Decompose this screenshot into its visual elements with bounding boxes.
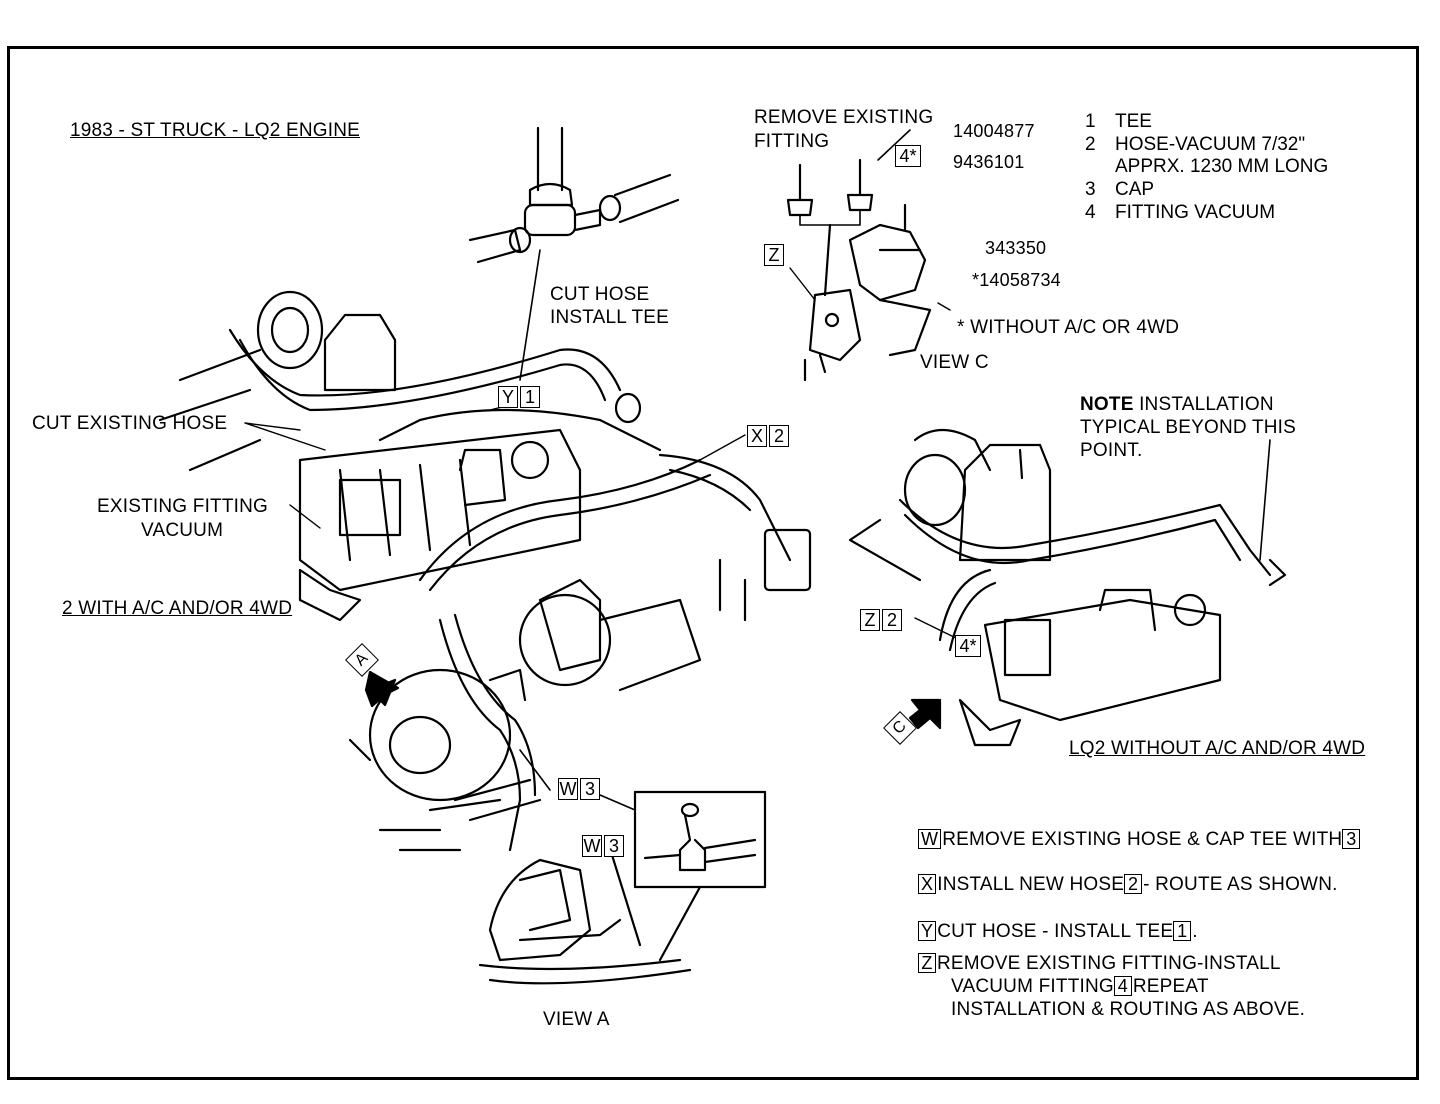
cut-hose-label-line1: CUT HOSE bbox=[550, 284, 650, 305]
note-line1: NOTE INSTALLATION bbox=[1080, 394, 1274, 415]
existing-fitting-label-line2: VACUUM bbox=[141, 520, 224, 541]
tag-ref: 3 bbox=[580, 778, 600, 800]
tag-ref: 2 bbox=[882, 609, 902, 631]
view-c-arrow bbox=[908, 698, 942, 730]
tag-ref: 4* bbox=[955, 635, 981, 657]
view-a-label: VIEW A bbox=[543, 1009, 610, 1030]
instruction-z-line3: INSTALLATION & ROUTING AS ABOVE. bbox=[951, 999, 1306, 1020]
view-a-arrow bbox=[364, 670, 400, 708]
tee-detail-drawing bbox=[468, 126, 680, 381]
part-number-343350: 343350 bbox=[985, 238, 1047, 258]
cut-hose-label-line2: INSTALL TEE bbox=[550, 307, 670, 328]
tag-4-star-view-c: 4* bbox=[895, 145, 923, 167]
lq2-drawing bbox=[848, 429, 1287, 747]
tag-key: W bbox=[558, 778, 578, 800]
tag-ref: 2 bbox=[769, 425, 789, 447]
without-ac-note: * WITHOUT A/C OR 4WD bbox=[957, 317, 1180, 338]
cut-existing-hose-label: CUT EXISTING HOSE bbox=[32, 413, 228, 434]
remove-existing-label-line2: FITTING bbox=[754, 131, 830, 152]
tag-key: Z bbox=[764, 244, 784, 266]
lq2-without-label: LQ2 WITHOUT A/C AND/OR 4WD bbox=[1069, 738, 1366, 759]
tag-key: W bbox=[582, 835, 602, 857]
part-number-9436101: 9436101 bbox=[953, 152, 1025, 172]
tag-z-view-c: Z bbox=[764, 244, 786, 266]
note-line2: TYPICAL BEYOND THIS bbox=[1080, 417, 1297, 438]
diagram-frame bbox=[7, 46, 1419, 1080]
tag-key: X bbox=[747, 425, 767, 447]
view-c-drawing bbox=[786, 129, 932, 382]
tag-key: Z bbox=[860, 609, 880, 631]
part-number-14004877: 14004877 bbox=[953, 121, 1035, 141]
view-a-drawing bbox=[478, 749, 767, 985]
main-engine-drawing bbox=[158, 290, 812, 852]
tag-ref: 3 bbox=[604, 835, 624, 857]
leader-lines bbox=[244, 267, 961, 641]
diagram-title: 1983 - ST TRUCK - LQ2 ENGINE bbox=[70, 120, 360, 141]
legend-item: APPRX. 1230 MM LONG bbox=[1115, 156, 1329, 177]
tag-ref: 1 bbox=[520, 386, 540, 408]
part-number-14058734: *14058734 bbox=[972, 270, 1061, 290]
with-ac-4wd-label: 2 WITH A/C AND/OR 4WD bbox=[62, 598, 293, 619]
tag-key: Y bbox=[498, 386, 518, 408]
note-line3: POINT. bbox=[1080, 440, 1143, 461]
tag-4-star-lq2: 4* bbox=[955, 635, 983, 657]
existing-fitting-label-line1: EXISTING FITTING bbox=[97, 496, 269, 517]
view-c-label: VIEW C bbox=[920, 352, 989, 373]
tag-ref: 4* bbox=[895, 145, 921, 167]
remove-existing-label-line1: REMOVE EXISTING bbox=[754, 107, 934, 128]
